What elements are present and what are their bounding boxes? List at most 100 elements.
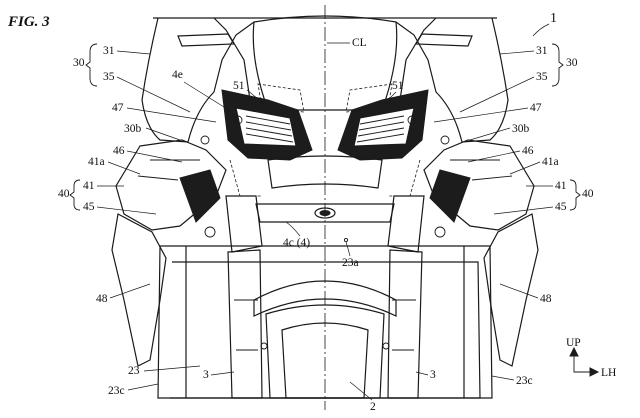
fork-right — [387, 249, 423, 399]
leader-48-left — [109, 283, 151, 299]
leader-45-right — [493, 206, 554, 215]
leader-3-left — [210, 371, 235, 376]
leader-51-left — [246, 89, 271, 111]
label-46-left: 46 — [113, 145, 125, 157]
leader-51-right — [377, 91, 397, 111]
crossbar — [255, 203, 395, 223]
brace-30-left — [85, 43, 98, 87]
leader-2 — [349, 381, 373, 401]
side-vent-left — [179, 169, 221, 223]
front-nose — [252, 15, 398, 111]
label-31-left: 31 — [103, 45, 115, 57]
label-47-left: 47 — [112, 102, 124, 114]
label-41a-right: 41a — [542, 156, 559, 168]
reference-number: 1 — [550, 11, 557, 26]
fork-guard-line-left — [213, 17, 251, 101]
leader-3-right — [415, 371, 429, 376]
side-vent-right — [429, 169, 471, 223]
bolt-right-upper — [407, 115, 417, 125]
label-48-left: 48 — [96, 293, 108, 305]
label-23c-left: 23c — [108, 385, 125, 397]
headlight-right-detail — [353, 107, 415, 147]
side-cowl-left-lines — [137, 159, 200, 181]
label-48-right: 48 — [540, 293, 552, 305]
side-cowl-right-lines — [450, 159, 513, 181]
label-30-right: 30 — [566, 57, 578, 69]
duct-right-dashed — [345, 83, 393, 113]
label-30b-left: 30b — [124, 123, 142, 135]
label-45-right: 45 — [555, 201, 567, 213]
leader-41a-left — [107, 161, 141, 175]
leader-41a-right — [509, 161, 541, 175]
label-51-right: 51 — [392, 80, 404, 92]
label-30b-right: 30b — [512, 123, 530, 135]
label-47-right: 47 — [530, 102, 542, 114]
fork-guard-line-right — [399, 17, 437, 101]
reference-leader — [532, 23, 550, 37]
lower-cowl-right — [483, 213, 539, 367]
label-41a-left: 41a — [88, 156, 105, 168]
leader-46-right — [467, 150, 521, 163]
lower-cowl-left — [111, 213, 167, 367]
leader-31-right — [499, 50, 535, 55]
bolt-right-mid — [440, 135, 450, 145]
brace-30-right — [551, 43, 564, 87]
crossbar-fastener — [314, 207, 336, 219]
arrow-up-icon — [569, 346, 579, 357]
intake-panel — [267, 155, 383, 189]
brace-40-right — [569, 179, 581, 211]
brace-40-left — [69, 179, 81, 211]
upper-cowl-right — [395, 17, 509, 143]
bolt-right-lower — [434, 226, 446, 238]
label-lh: LH — [601, 367, 616, 379]
label-46-right: 46 — [522, 145, 534, 157]
label-23-left: 23 — [128, 365, 140, 377]
label-4c: 4c (4) — [283, 237, 310, 249]
label-45-left: 45 — [83, 201, 95, 213]
front-fender — [253, 280, 397, 317]
label-31-right: 31 — [536, 45, 548, 57]
leader-23c-right — [491, 375, 515, 381]
label-35-left: 35 — [103, 71, 115, 83]
bolt-left-mid — [200, 135, 210, 145]
leader-23-left — [143, 365, 201, 372]
bolt-left-lower — [204, 226, 216, 238]
label-35-right: 35 — [536, 71, 548, 83]
leader-35-right — [459, 76, 535, 113]
label-3-left: 3 — [203, 369, 209, 381]
crossbar-fastener-core — [319, 210, 331, 216]
leader-35-left — [116, 76, 191, 113]
fender-bolt-left — [260, 342, 268, 350]
label-30-left: 30 — [73, 57, 85, 69]
fork-left — [227, 249, 263, 399]
leader-23a — [345, 241, 351, 257]
bolt-left-upper — [233, 115, 243, 125]
label-up: UP — [566, 337, 581, 349]
label-41-right: 41 — [555, 180, 567, 192]
label-23c-right: 23c — [516, 375, 533, 387]
leader-4e — [183, 81, 233, 113]
label-51-left: 51 — [233, 80, 245, 92]
upper-cowl-left — [141, 17, 255, 143]
arrow-right-icon — [589, 367, 600, 377]
figure-title: FIG. 3 — [7, 14, 50, 30]
mirror-left — [177, 33, 236, 47]
label-40-right: 40 — [582, 188, 594, 200]
label-cl: CL — [352, 37, 367, 49]
leader-46-left — [126, 150, 183, 163]
leader-47-left — [126, 107, 217, 123]
leader-4c — [285, 221, 301, 237]
mirror-right — [414, 33, 473, 47]
front-tire-inner — [281, 322, 369, 399]
leader-31-left — [116, 50, 151, 55]
orientation-axes — [573, 352, 594, 373]
leader-23c-left — [127, 383, 159, 391]
radiator-side-frames — [185, 246, 465, 398]
headlight-left-detail — [235, 107, 297, 147]
label-2: 2 — [370, 401, 376, 413]
leader-30b-right — [469, 127, 511, 141]
leader-47-right — [433, 107, 529, 123]
front-wheel — [265, 304, 385, 399]
